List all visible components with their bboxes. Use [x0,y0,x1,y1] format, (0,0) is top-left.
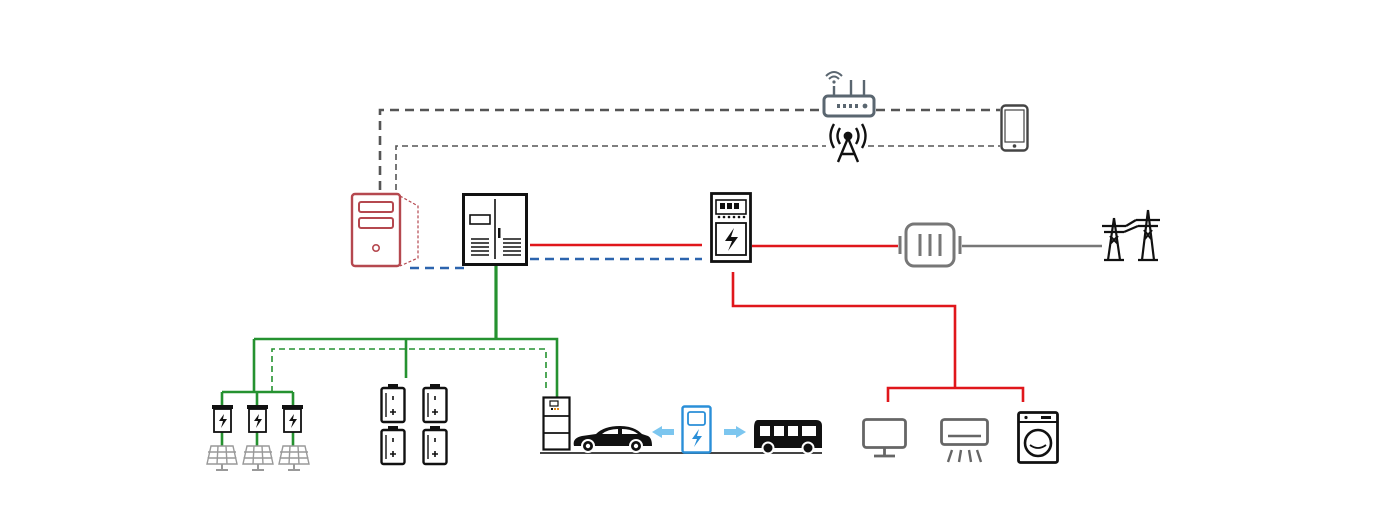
pv-optimizers [212,405,303,433]
air-conditioner-icon [940,418,989,463]
dc-link-pv-panels [220,432,295,446]
solar-panels [206,445,310,471]
ac-links [530,243,1025,402]
optimizer-icon [247,405,268,433]
can-links [410,257,702,270]
router-leds [837,103,868,109]
battery-icon [380,384,406,424]
comm-links [378,108,1000,190]
optimizer-icon [212,405,233,433]
battery-icon [422,384,448,424]
smartphone-icon [1000,104,1029,152]
batteries [380,384,448,466]
dc-links [220,266,559,446]
server-tower-icon [350,192,419,268]
dc-link-pv-drop [220,339,295,405]
car-icon [573,426,652,453]
ev-charging-area [540,396,822,455]
transformer-icon [898,222,962,268]
monitor-icon [862,418,907,458]
pylon-icon [1102,209,1160,262]
flow-arrow-right-icon [724,426,746,438]
washing-machine-icon [1017,411,1059,464]
wifi-router-icon [822,71,876,118]
charging-pile-icon [681,405,712,454]
bus-icon [754,420,822,455]
battery-icon [422,426,448,466]
wifi-dot [832,80,836,84]
dc-link-bus-top [254,337,559,397]
flow-arrow-left-icon [652,426,674,438]
solar-panel-icon [278,445,310,471]
solar-panel-icon [206,445,238,471]
power-cabinet-icon [462,193,528,266]
router-antennas [832,80,866,96]
comm-link-server-router [378,108,822,190]
dc-comm-link-dashed [271,348,547,392]
antenna-tower-icon [829,123,867,163]
ac-link-meter-loads [731,272,957,388]
wifi-signal [825,71,843,80]
solar-panel-icon [242,445,274,471]
dc-charger-icon [542,396,571,451]
optimizer-icon [282,405,303,433]
comm-link-server-tower [395,145,826,190]
battery-icon [380,426,406,466]
charging-meter-icon [710,192,752,263]
ac-link-loads-bus [886,386,1025,402]
